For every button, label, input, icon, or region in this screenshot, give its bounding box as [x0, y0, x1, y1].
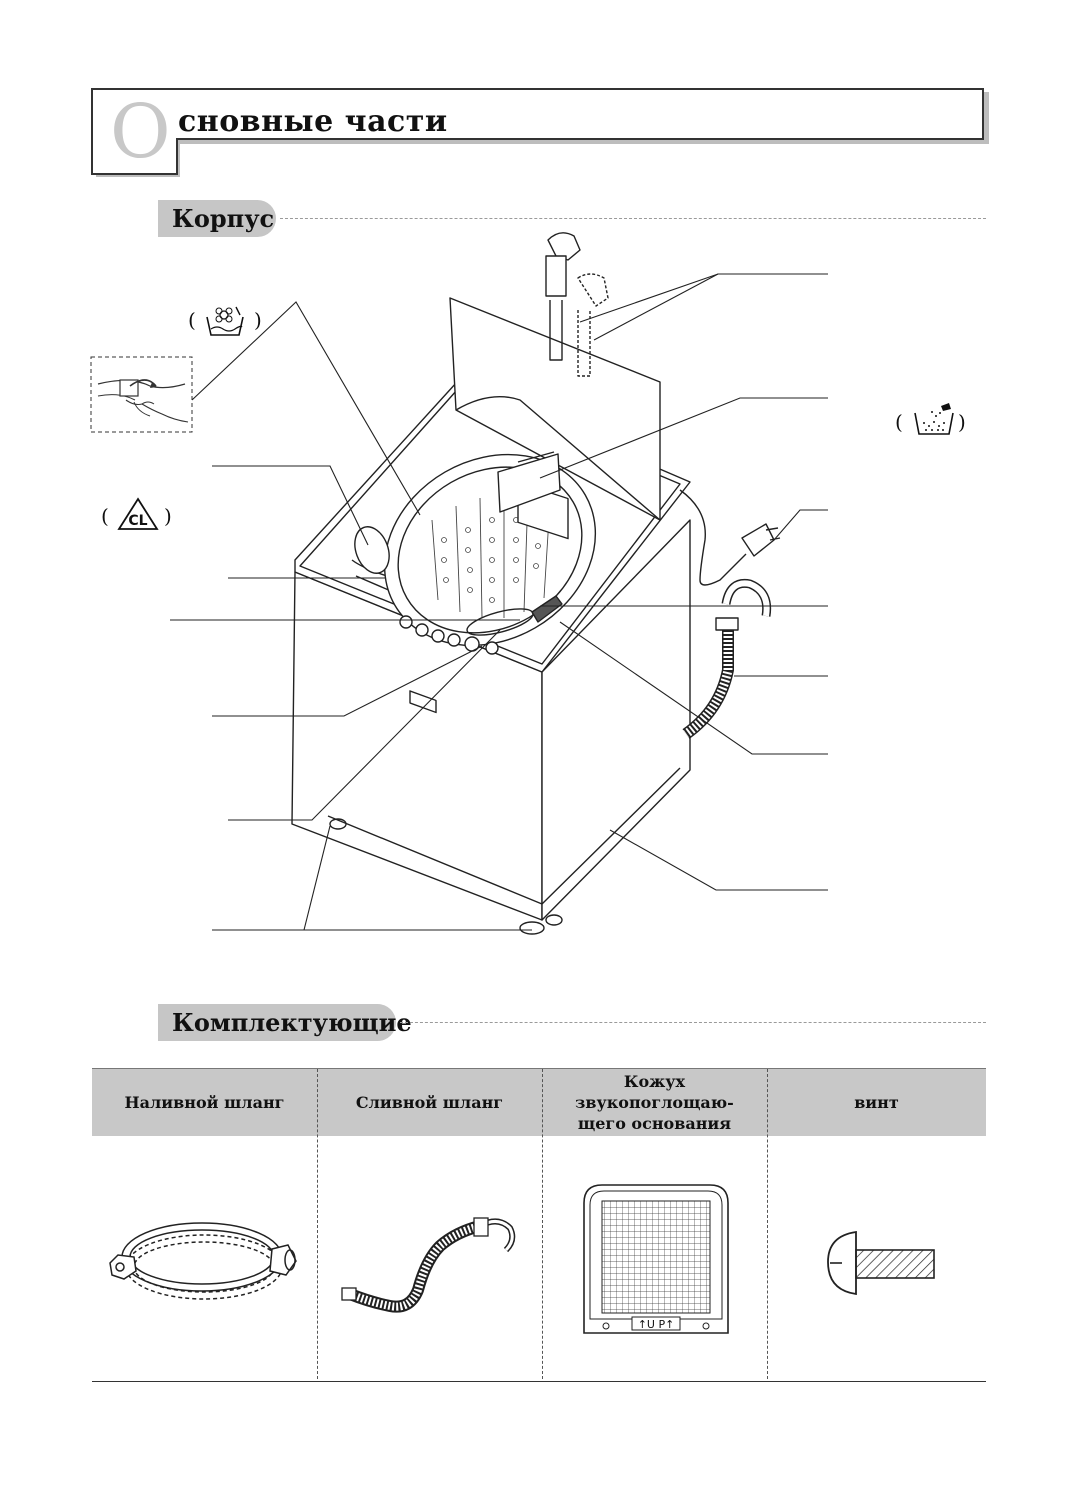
accessories-header-inlet-hose: Наливной шланг: [92, 1069, 317, 1136]
header-text: Наливной шланг: [124, 1093, 285, 1112]
detergent-icon: [914, 403, 954, 435]
section-accessories-label: Комплектующие: [158, 1004, 412, 1041]
paren: ): [254, 308, 262, 332]
callout-leader-lines: [170, 273, 828, 931]
accessories-header-screw: винт: [767, 1069, 986, 1136]
title-box: [91, 88, 984, 140]
screw-image: [827, 1230, 935, 1296]
header-text: Сливной шланг: [355, 1093, 504, 1112]
drain-hose-image: [341, 1217, 516, 1313]
paren: ): [958, 410, 966, 434]
paren: (: [188, 308, 196, 332]
page-title: сновные части: [178, 104, 448, 139]
header-text: винт: [854, 1093, 899, 1112]
title-notch: [91, 138, 178, 175]
column-separator: [542, 1069, 543, 1379]
column-separator: [317, 1069, 318, 1379]
header-text-line2: щего основания: [577, 1114, 732, 1133]
title-joint: [93, 136, 176, 142]
table-bottom-border: [92, 1381, 986, 1382]
washing-machine-illustration: [291, 232, 781, 935]
bleach-icon-text: CL: [128, 513, 147, 529]
paren: ): [164, 504, 172, 528]
accessories-header-base-cover: Кожух звукопоглощаю- щего основания: [542, 1069, 767, 1136]
inlet-hose-image: [109, 1222, 297, 1300]
bleach-icon: CL: [117, 497, 159, 530]
column-separator: [767, 1069, 768, 1379]
section-body-label: Корпус: [158, 200, 276, 237]
base-cover-marking: ↑U P↑: [638, 1318, 675, 1331]
paren: (: [895, 410, 903, 434]
section-divider: [280, 218, 986, 219]
section-divider: [400, 1022, 986, 1023]
accessories-header-drain-hose: Сливной шланг: [317, 1069, 542, 1136]
table-top-border: [92, 1068, 986, 1069]
paren: (: [101, 504, 109, 528]
header-text-line1: Кожух звукопоглощаю-: [575, 1072, 734, 1112]
title-initial: О: [110, 89, 171, 175]
fabric-softener-icon: [206, 306, 244, 336]
filter-removal-inset: [90, 356, 193, 433]
base-cover-image: ↑U P↑: [583, 1184, 729, 1334]
